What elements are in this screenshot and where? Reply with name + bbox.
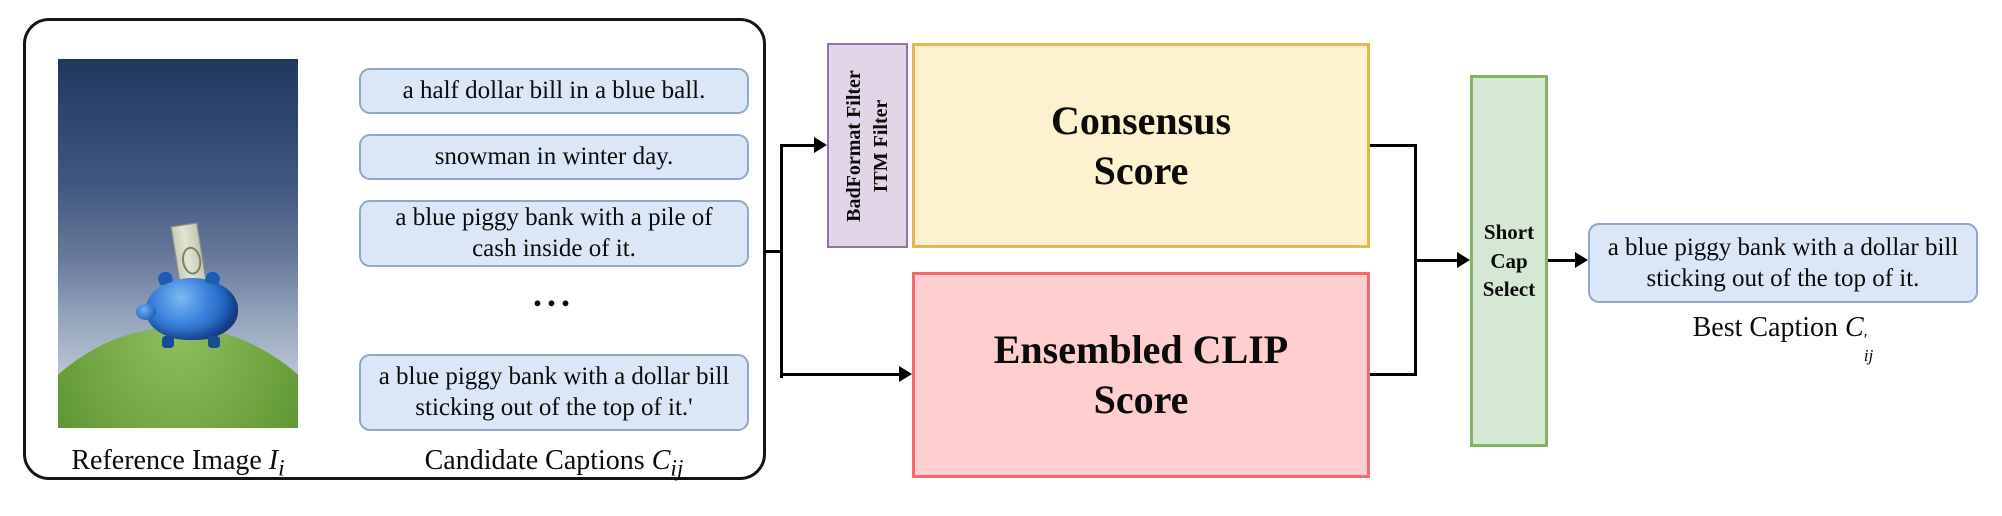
connector-to-filter — [780, 144, 815, 147]
caption-text: a blue piggy bank with a pile of cash in… — [395, 204, 713, 262]
connector-panel-stub — [764, 250, 783, 253]
candidate-caption-3: a blue piggy bank with a pile of cash in… — [359, 200, 749, 267]
connector-consensus-out — [1370, 144, 1417, 147]
reference-image-label: Reference Image Ii — [71, 445, 285, 482]
piggy-bank-art — [136, 270, 238, 348]
connector-split-vertical — [780, 144, 783, 378]
candidate-caption-2: snowman in winter day. — [359, 134, 749, 180]
caption-text: a blue piggy bank with a dollar bill sti… — [378, 363, 730, 421]
short-cap-select-box: Short Cap Select — [1470, 75, 1548, 447]
connector-to-best — [1548, 259, 1576, 262]
connector-clip-out — [1370, 373, 1417, 376]
connector-to-clip — [780, 373, 900, 376]
caption-text: snowman in winter day. — [434, 142, 674, 170]
arrowhead-to-filter — [814, 137, 827, 153]
candidate-captions-label: Candidate Captions Cij — [424, 445, 684, 482]
input-panel: a half dollar bill in a blue ball. snowm… — [23, 18, 766, 482]
arrowhead-to-clip — [899, 366, 912, 382]
arrowhead-to-select — [1457, 252, 1470, 268]
best-caption-bubble: a blue piggy bank with a dollar bill sti… — [1588, 223, 1978, 303]
badformat-itm-filter-box: BadFormat Filter ITM Filter — [827, 43, 908, 248]
reference-image — [58, 59, 298, 428]
ensembled-clip-score-box: Ensembled CLIP Score — [912, 272, 1370, 478]
consensus-score-box: Consensus Score — [912, 43, 1370, 248]
caption-text: a half dollar bill in a blue ball. — [402, 76, 706, 104]
filter-box-label: BadFormat Filter ITM Filter — [842, 69, 892, 222]
candidate-caption-1: a half dollar bill in a blue ball. — [359, 68, 749, 114]
arrowhead-to-best — [1575, 252, 1588, 268]
connector-to-select — [1414, 259, 1458, 262]
ellipsis: ... — [533, 274, 575, 314]
best-caption-text: a blue piggy bank with a dollar bill sti… — [1607, 233, 1959, 292]
candidate-caption-4: a blue piggy bank with a dollar bill sti… — [359, 354, 749, 431]
best-caption-label: Best Caption C′ij — [1692, 312, 1874, 365]
grass-hill-art — [58, 327, 298, 428]
